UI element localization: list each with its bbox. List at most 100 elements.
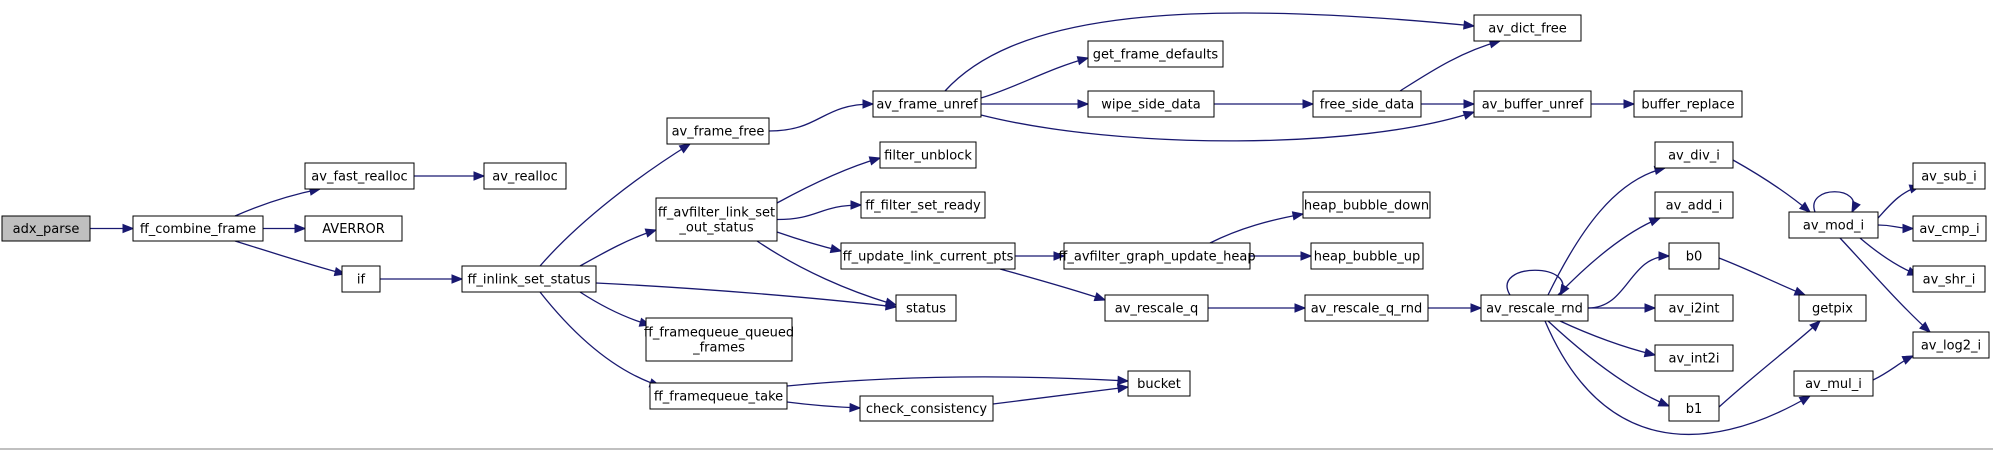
node-label: av_shr_i <box>1923 273 1976 288</box>
call-edge-ff-framequeue-take-to-bucket <box>786 375 1130 387</box>
arrowhead-icon <box>1559 283 1570 297</box>
node-ff-avfilter-link-set-out-status[interactable]: ff_avfilter_link_set_out_status <box>655 197 778 242</box>
node-b0[interactable]: b0 <box>1668 242 1720 270</box>
node-av-rescale-q-rnd[interactable]: av_rescale_q_rnd <box>1304 294 1429 322</box>
node-ff-combine-frame[interactable]: ff_combine_frame <box>132 215 264 242</box>
node-av-int2i[interactable]: av_int2i <box>1654 344 1734 372</box>
arrowhead-icon <box>1076 56 1090 66</box>
node-wipe-side-data[interactable]: wipe_side_data <box>1087 90 1215 118</box>
call-edge-ff-avfilter-link-set-out-status-to-ff-update-link-current-pts <box>776 231 843 254</box>
node-free-side-data[interactable]: free_side_data <box>1312 90 1422 118</box>
node-box <box>1087 40 1224 68</box>
node-box <box>1654 191 1734 219</box>
node-label: av_rescale_rnd <box>1486 302 1583 317</box>
arrowhead-icon <box>1648 217 1662 227</box>
node-ff-inlink-set-status[interactable]: ff_inlink_set_status <box>461 265 597 293</box>
node-heap-bubble-up[interactable]: heap_bubble_up <box>1310 242 1424 270</box>
node-label: ff_filter_set_ready <box>865 199 981 214</box>
node-b1[interactable]: b1 <box>1668 395 1720 422</box>
node-label: av_rescale_q_rnd <box>1311 302 1423 317</box>
node-ff-avfilter-graph-update-heap[interactable]: ff_avfilter_graph_update_heap <box>1058 242 1256 270</box>
node-av-realloc[interactable]: av_realloc <box>483 162 567 190</box>
node-av-cmp-i[interactable]: av_cmp_i <box>1912 215 1987 242</box>
arrowhead-icon <box>644 228 658 238</box>
node-label: av_frame_free <box>672 125 765 140</box>
call-edge-ff-inlink-set-status-to-status <box>595 282 898 311</box>
node-filter-unblock[interactable]: filter_unblock <box>879 141 977 169</box>
node-av-dict-free[interactable]: av_dict_free <box>1473 14 1582 42</box>
node-box <box>1654 344 1734 372</box>
node-ff-update-link-current-pts[interactable]: ff_update_link_current_pts <box>840 242 1016 270</box>
call-edge-check-consistency-to-bucket <box>992 383 1130 405</box>
node-box <box>1312 90 1422 118</box>
node-buffer-replace[interactable]: buffer_replace <box>1633 90 1743 118</box>
node-ff-framequeue-take[interactable]: ff_framequeue_take <box>649 382 788 410</box>
node-label: av_mul_i <box>1805 377 1862 392</box>
node-av-frame-unref[interactable]: av_frame_unref <box>872 90 982 118</box>
node-heap-bubble-down[interactable]: heap_bubble_down <box>1302 191 1431 219</box>
arrowhead-icon <box>473 171 486 181</box>
node-av-buffer-unref[interactable]: av_buffer_unref <box>1473 90 1592 118</box>
node-label: filter_unblock <box>884 149 972 164</box>
node-box <box>1633 90 1743 118</box>
node-label: ff_update_link_current_pts <box>843 250 1014 265</box>
node-box <box>1912 331 1990 359</box>
node-ff-filter-set-ready[interactable]: ff_filter_set_ready <box>860 191 986 219</box>
arrowhead-icon <box>1798 395 1812 406</box>
call-edge-av-frame-free-to-av-frame-unref <box>768 99 875 132</box>
node-box <box>461 265 597 293</box>
node-av-sub-i[interactable]: av_sub_i <box>1912 162 1986 190</box>
call-edge-av-div-i-to-av-mod-i <box>1732 159 1812 213</box>
node-box <box>1087 90 1215 118</box>
call-edge-av-rescale-q-rnd-to-av-rescale-rnd <box>1427 303 1483 313</box>
node-av-fast-realloc[interactable]: av_fast_realloc <box>304 162 415 190</box>
node-box <box>304 215 403 242</box>
node-check-consistency[interactable]: check_consistency <box>859 395 994 422</box>
node-box <box>341 265 381 293</box>
node-adx-parse[interactable]: adx_parse <box>1 215 91 242</box>
arrowhead-icon <box>1851 200 1861 214</box>
node-box <box>645 317 793 362</box>
call-edge-ff-inlink-set-status-to-av-frame-free <box>539 143 692 267</box>
node-get-frame-defaults[interactable]: get_frame_defaults <box>1087 40 1224 68</box>
node-av-rescale-q[interactable]: av_rescale_q <box>1104 294 1209 322</box>
call-edge-av-mul-i-to-av-log2-i <box>1872 355 1915 381</box>
node-av-frame-free[interactable]: av_frame_free <box>666 117 770 145</box>
node-av-rescale-rnd[interactable]: av_rescale_rnd <box>1480 294 1589 322</box>
node-if[interactable]: if <box>341 265 381 293</box>
node-label: av_mod_i <box>1803 219 1864 234</box>
node-av-mul-i[interactable]: av_mul_i <box>1793 370 1874 397</box>
node-ff-framequeue-queued-frames[interactable]: ff_framequeue_queued_frames <box>644 317 794 362</box>
call-edge-free-side-data-to-av-buffer-unref <box>1421 99 1476 109</box>
node-av-add-i[interactable]: av_add_i <box>1654 191 1734 219</box>
call-edge-b0-to-getpix <box>1718 257 1807 296</box>
call-edge-ff-avfilter-graph-update-heap-to-heap-bubble-down <box>1209 211 1305 244</box>
arrowhead-icon <box>1077 99 1090 109</box>
node-av-shr-i[interactable]: av_shr_i <box>1912 265 1986 293</box>
node-box <box>1127 370 1191 397</box>
arrowhead-icon <box>1116 383 1130 394</box>
arrowhead-icon <box>122 223 135 234</box>
call-edge-av-frame-unref-to-get-frame-defaults <box>980 56 1090 99</box>
node-av-i2int[interactable]: av_i2int <box>1654 294 1734 322</box>
call-edge-ff-combine-frame-to-averror <box>262 223 307 234</box>
call-edge-ff-avfilter-graph-update-heap-to-heap-bubble-up <box>1249 251 1313 261</box>
call-edge-ff-avfilter-link-set-out-status-to-filter-unblock <box>776 156 882 204</box>
arrowhead-icon <box>1291 211 1305 221</box>
node-bucket[interactable]: bucket <box>1127 370 1191 397</box>
node-av-mod-i[interactable]: av_mod_i <box>1788 211 1879 239</box>
call-edge-av-mod-i-to-av-log2-i <box>1839 237 1932 333</box>
node-av-log2-i[interactable]: av_log2_i <box>1912 331 1990 359</box>
call-edge-ff-inlink-set-status-to-ff-avfilter-link-set-out-status <box>579 228 658 267</box>
arrowhead-icon <box>451 274 464 284</box>
call-edge-av-fast-realloc-to-av-realloc <box>414 171 486 181</box>
node-status[interactable]: status <box>895 294 957 322</box>
call-edge-free-side-data-to-av-dict-free <box>1399 39 1502 92</box>
node-getpix[interactable]: getpix <box>1798 294 1867 322</box>
node-av-div-i[interactable]: av_div_i <box>1654 141 1734 169</box>
call-edge-av-rescale-rnd-to-b0 <box>1587 251 1671 309</box>
node-box <box>1473 90 1592 118</box>
arrowhead-icon <box>1470 303 1483 313</box>
node-averror[interactable]: AVERROR <box>304 215 403 242</box>
call-edge-av-mod-i-to-av-sub-i <box>1877 184 1922 219</box>
